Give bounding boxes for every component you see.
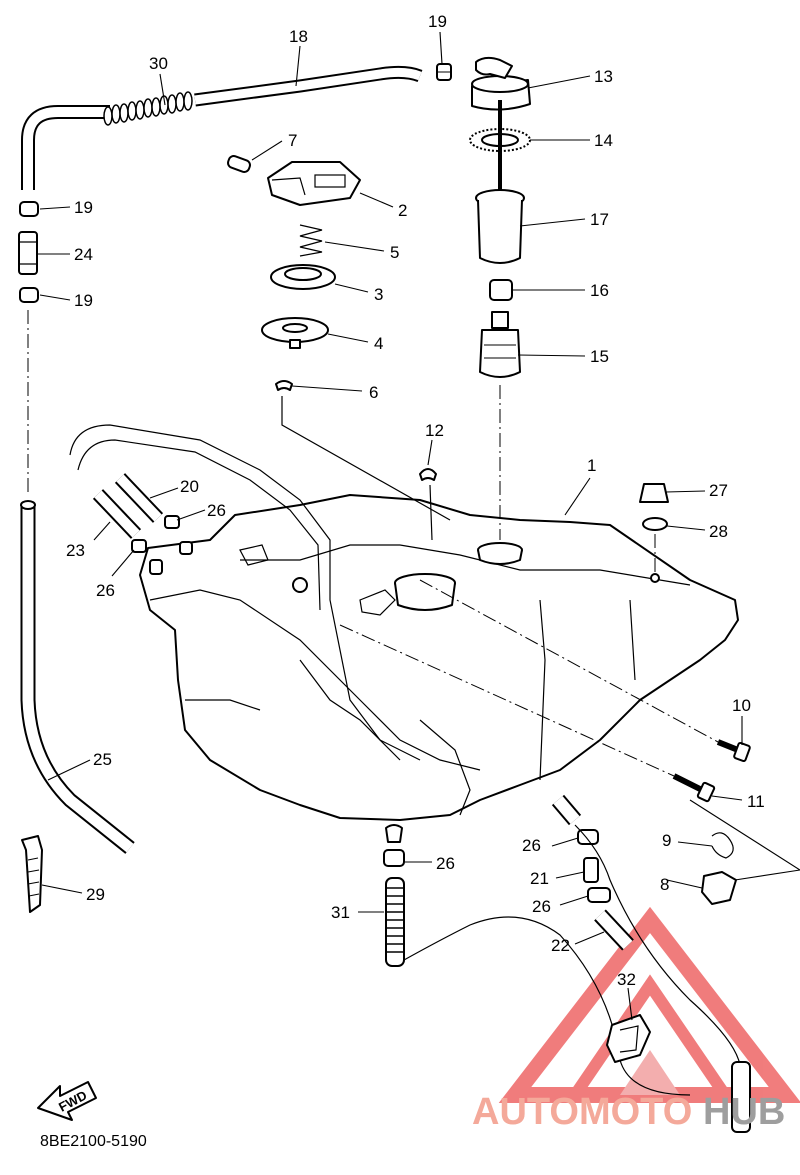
spring-5 bbox=[299, 224, 323, 257]
fuel-tank-part-1 bbox=[139, 494, 739, 821]
hose-23 bbox=[92, 489, 142, 539]
clamp-16 bbox=[489, 279, 513, 301]
center-line-bolt-10 bbox=[419, 579, 719, 743]
callout-19-left-upper: 19 bbox=[74, 198, 93, 217]
callout-18: 18 bbox=[289, 27, 308, 46]
leader-to-8 bbox=[689, 799, 800, 881]
callout-20: 20 bbox=[180, 477, 199, 496]
callout-32: 32 bbox=[617, 970, 636, 989]
washer-28 bbox=[642, 517, 668, 531]
center-line-bolt-11 bbox=[339, 624, 675, 777]
joint-21 bbox=[583, 857, 599, 883]
leader-lines bbox=[37, 31, 743, 1021]
callout-21: 21 bbox=[530, 869, 549, 888]
callout-29: 29 bbox=[86, 885, 105, 904]
callout-25: 25 bbox=[93, 750, 112, 769]
routing-line-31 bbox=[403, 916, 691, 1096]
vent-loop-outline-2 bbox=[77, 439, 321, 611]
bolt-11 bbox=[672, 773, 716, 803]
callout-labels: 1 2 3 4 5 6 7 8 9 10 11 12 13 14 15 16 1… bbox=[66, 12, 765, 989]
watermark-text-hub: HUB bbox=[703, 1091, 785, 1133]
callout-26-b: 26 bbox=[96, 581, 115, 600]
hose-clip-26-right-b bbox=[587, 887, 611, 903]
callout-7: 7 bbox=[288, 131, 297, 150]
joint-pipe-24 bbox=[18, 231, 38, 275]
breather-hose-30 bbox=[21, 91, 193, 190]
hose-22 bbox=[594, 909, 634, 951]
hose-20 bbox=[114, 473, 164, 523]
diagram-code: 8BE2100-5190 bbox=[40, 1133, 147, 1150]
callout-28: 28 bbox=[709, 522, 728, 541]
breather-hose-18 bbox=[194, 65, 423, 107]
callout-5: 5 bbox=[390, 243, 399, 262]
pump-cap-13 bbox=[471, 56, 531, 111]
callout-22: 22 bbox=[551, 936, 570, 955]
callout-30: 30 bbox=[149, 54, 168, 73]
watermark-wordmark: AUTOMOTO HUB bbox=[472, 1091, 785, 1133]
callout-10: 10 bbox=[732, 696, 751, 715]
routing-line-22 bbox=[574, 824, 741, 1066]
leader-cap-to-tank bbox=[281, 396, 451, 521]
clip-9 bbox=[711, 832, 734, 859]
pin-7 bbox=[227, 155, 251, 173]
callout-8: 8 bbox=[660, 875, 669, 894]
hose-clip-26-a bbox=[164, 515, 180, 529]
damper-8 bbox=[701, 871, 737, 905]
band-29 bbox=[21, 835, 43, 913]
callout-26-right-a: 26 bbox=[522, 836, 541, 855]
callout-24: 24 bbox=[74, 245, 93, 264]
callout-26-bottom: 26 bbox=[436, 854, 455, 873]
cap-gasket-3 bbox=[270, 264, 336, 290]
hose-clamp-32 bbox=[606, 1014, 651, 1063]
callout-1: 1 bbox=[587, 456, 596, 475]
hose-clip-26-b bbox=[131, 539, 147, 553]
leader-12-tank bbox=[429, 484, 433, 541]
cap-27 bbox=[639, 483, 669, 503]
callout-12: 12 bbox=[425, 421, 444, 440]
callout-16: 16 bbox=[590, 281, 609, 300]
cap-plate-4 bbox=[261, 317, 329, 349]
callout-26-a: 26 bbox=[207, 501, 226, 520]
forward-direction-arrow: FWD bbox=[37, 1081, 97, 1121]
callout-4: 4 bbox=[374, 334, 383, 353]
callout-23: 23 bbox=[66, 541, 85, 560]
callout-19-top: 19 bbox=[428, 12, 447, 31]
drain-hose-25 bbox=[20, 500, 135, 854]
callout-14: 14 bbox=[594, 131, 613, 150]
callout-19-left-lower: 19 bbox=[74, 291, 93, 310]
bolt-10 bbox=[716, 739, 751, 763]
hose-end-right-bottom bbox=[731, 1061, 751, 1133]
watermark-text-automoto: AUTOMOTO bbox=[472, 1091, 692, 1133]
hose-clip-19-top bbox=[436, 63, 452, 81]
clip-6 bbox=[275, 380, 293, 391]
callout-9: 9 bbox=[662, 831, 671, 850]
callout-11: 11 bbox=[747, 792, 765, 811]
callout-13: 13 bbox=[594, 67, 613, 86]
hose-clip-26-bottom bbox=[383, 824, 405, 867]
vent-loop-outline bbox=[69, 424, 421, 761]
grommet-12 bbox=[419, 468, 437, 481]
hose-clip-19-left-upper bbox=[19, 201, 39, 217]
cap-hinge-2 bbox=[267, 161, 361, 206]
callout-15: 15 bbox=[590, 347, 609, 366]
callout-17: 17 bbox=[590, 210, 609, 229]
callout-26-right-b: 26 bbox=[532, 897, 551, 916]
drain-hose-31 bbox=[385, 877, 405, 967]
hose-end-tank-outlet bbox=[551, 794, 582, 826]
callout-6: 6 bbox=[369, 383, 378, 402]
callout-27: 27 bbox=[709, 481, 728, 500]
callout-2: 2 bbox=[398, 201, 407, 220]
callout-31: 31 bbox=[331, 903, 350, 922]
pump-body-17 bbox=[475, 100, 525, 264]
callout-3: 3 bbox=[374, 285, 383, 304]
tank-hose-nipples bbox=[149, 541, 193, 575]
fuel-filter-15 bbox=[479, 311, 521, 378]
hose-clip-19-left-lower bbox=[19, 287, 39, 303]
